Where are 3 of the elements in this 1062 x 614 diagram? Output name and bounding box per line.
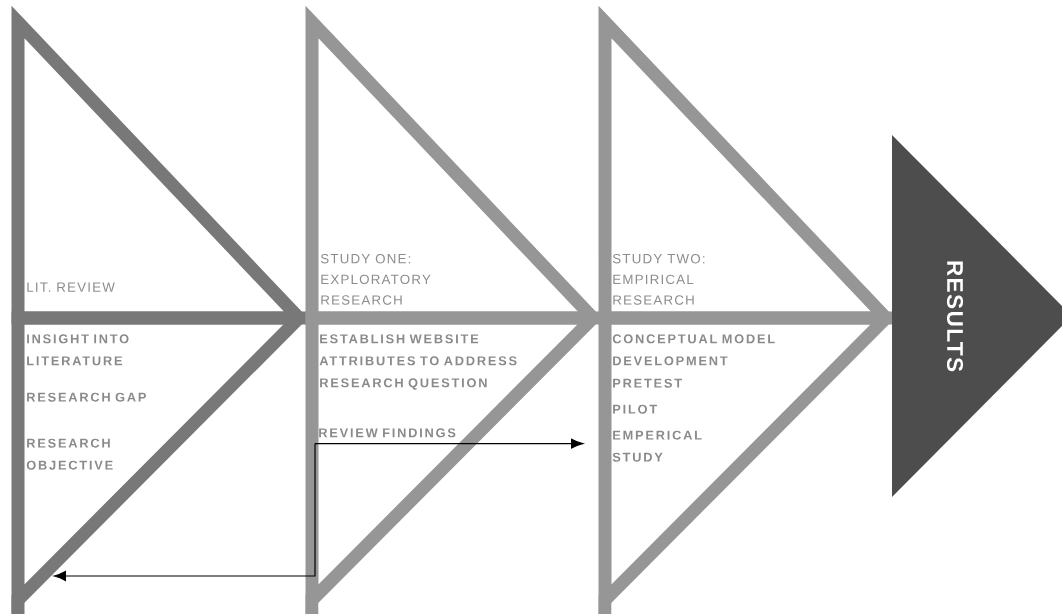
step-text: REVIEW FINDINGS (319, 428, 456, 438)
connector-arrow (53, 443, 316, 582)
connector-arrow (314, 438, 584, 449)
